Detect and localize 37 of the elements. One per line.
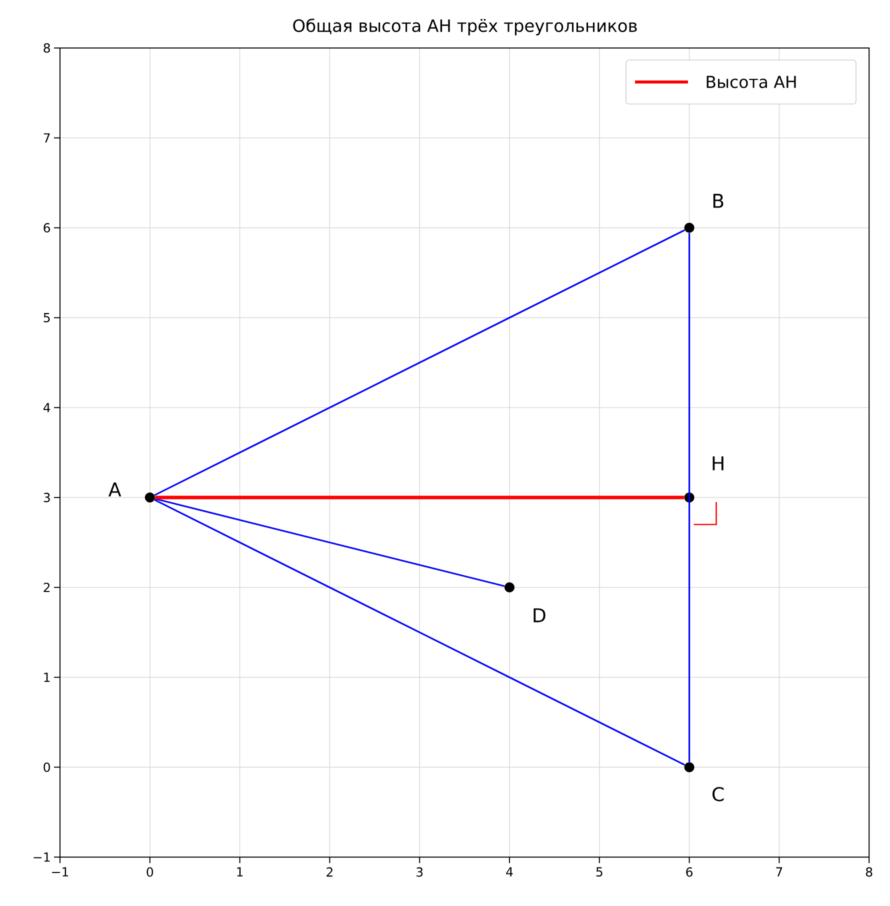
point	[684, 762, 694, 772]
point	[684, 222, 694, 233]
chart-title: Общая высота АН трёх треугольников	[293, 18, 637, 36]
tick-label: 1	[44, 672, 50, 682]
line-segment	[154, 229, 685, 496]
tick-label: 0	[44, 762, 50, 772]
tick-label: 3	[44, 492, 50, 502]
line-segment	[688, 233, 690, 762]
point	[684, 492, 694, 502]
tick-label: 8	[866, 867, 872, 877]
tick-label: 0	[146, 867, 154, 877]
tick-label: 5	[44, 313, 50, 322]
point-label: H	[712, 456, 724, 470]
tick-label: 6	[44, 223, 50, 233]
tick-label: 4	[43, 403, 50, 412]
tick-label: 1	[237, 867, 243, 876]
tick-label: 3	[416, 867, 423, 877]
tick-label: 5	[596, 867, 602, 877]
line-segment	[155, 496, 684, 500]
tick-label: 2	[44, 582, 50, 592]
line-segment	[154, 499, 685, 766]
tick-label: 2	[326, 867, 332, 877]
point-label: D	[534, 608, 546, 622]
point-label: A	[108, 482, 122, 496]
point-label: C	[712, 786, 724, 802]
tick-label: −1	[52, 867, 68, 876]
tick-label: −1	[34, 852, 50, 862]
tick-label: 4	[506, 867, 513, 876]
tick-label: 6	[686, 867, 692, 877]
tick-label: 8	[44, 43, 50, 53]
point	[144, 492, 155, 502]
tick-label: 7	[44, 133, 50, 142]
tick-label: 7	[776, 867, 782, 876]
line-segment	[154, 498, 505, 587]
point-label: B	[713, 194, 724, 208]
legend-text: Высота АН	[706, 76, 796, 88]
point	[504, 582, 514, 592]
